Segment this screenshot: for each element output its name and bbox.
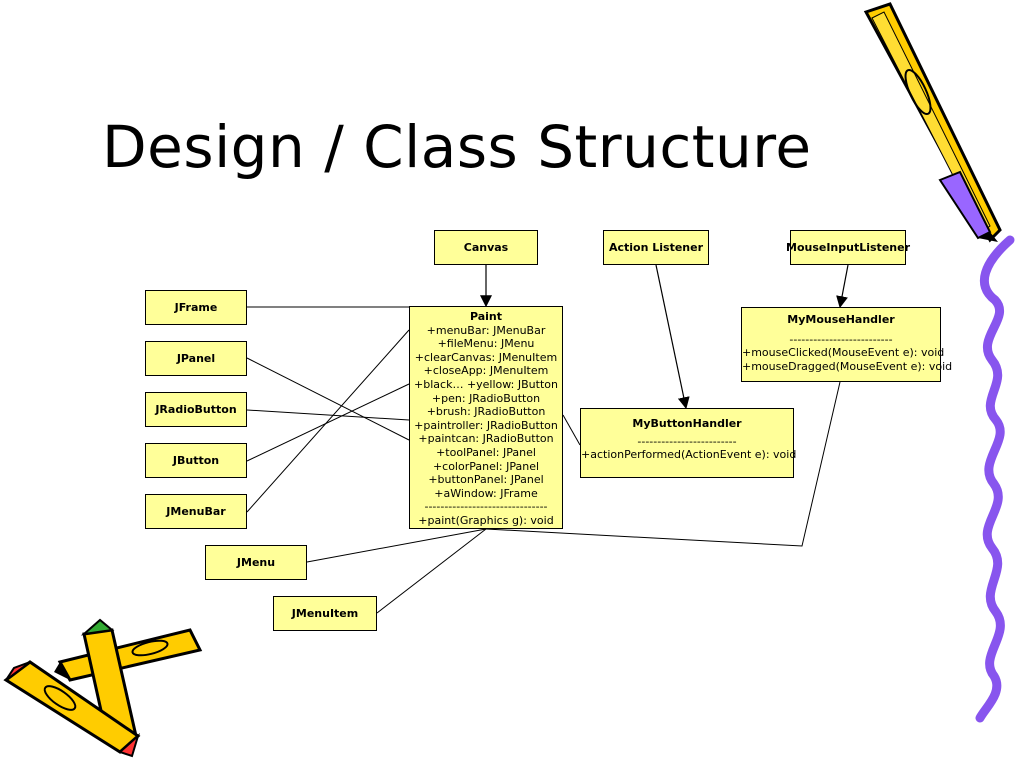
connector-jmenu-paint [306, 528, 487, 563]
jmenubar-label: JMenuBar [166, 504, 226, 518]
jmenuitem-box[interactable]: JMenuItem [273, 596, 377, 631]
connector-mouseinputlistener-mymousehandler [836, 264, 849, 309]
my-button-handler-box[interactable]: MyButtonHandler ------------------------… [580, 408, 797, 478]
my-mouse-handler-box[interactable]: MyMouseHandler -------------------------… [741, 307, 953, 382]
pencil-icon [863, 2, 1002, 243]
squiggle-line-decoration [975, 235, 1015, 723]
paint-attribute: +toolPanel: JPanel [436, 445, 536, 459]
jradiobutton-label: JRadioButton [155, 402, 237, 416]
jpanel-label: JPanel [176, 351, 216, 365]
action-listener-box[interactable]: Action Listener [603, 230, 709, 265]
paint-class-name: Paint [469, 310, 503, 323]
connector-jradiobutton-paint [246, 409, 410, 421]
paint-attribute: +pen: JRadioButton [431, 391, 541, 405]
paint-attribute: +menuBar: JMenuBar [426, 323, 546, 337]
connector-jmenuitem-paint [376, 528, 487, 614]
connector-jbutton-paint [246, 383, 410, 462]
paint-attribute: +brush: JRadioButton [426, 405, 546, 419]
jframe-label: JFrame [174, 300, 218, 314]
slide-title: Design / Class Structure [102, 113, 812, 181]
crossed-pencils-icon [3, 618, 203, 758]
paint-attribute: +aWindow: JFrame [434, 486, 538, 500]
canvas-label: Canvas [463, 240, 509, 254]
paint-separator: ------------------------------- [424, 500, 548, 514]
paint-attribute: +buttonPanel: JPanel [428, 473, 544, 487]
connector-jpanel-paint [246, 357, 410, 441]
paint-attribute: +fileMenu: JMenu [437, 337, 535, 351]
jmenu-label: JMenu [236, 555, 276, 569]
my-mouse-handler-method: +mouseClicked(MouseEvent e): void [742, 346, 945, 360]
my-button-handler-method: +actionPerformed(ActionEvent e): void [581, 448, 797, 462]
paint-attribute: +clearCanvas: JMenuItem [414, 350, 558, 364]
paint-attribute: +colorPanel: JPanel [432, 459, 540, 473]
paint-attribute: +paintroller: JRadioButton [414, 418, 558, 432]
jmenubar-box[interactable]: JMenuBar [145, 494, 247, 529]
paint-attribute: +black… +yellow: JButton [414, 377, 558, 391]
my-mouse-handler-method: +mouseDragged(MouseEvent e): void [742, 359, 953, 373]
jradiobutton-box[interactable]: JRadioButton [145, 392, 247, 427]
connector-paint-mybuttonhandler [562, 414, 581, 446]
paint-attribute: +closeApp: JMenuItem [423, 364, 549, 378]
connector-jmenubar-paint [246, 329, 410, 513]
paint-attribute: +paintcan: JRadioButton [418, 432, 554, 446]
connector-actionlistener-mybuttonhandler [655, 264, 690, 410]
connector-paint-mymousehandler [485, 381, 841, 547]
jbutton-label: JButton [172, 453, 220, 467]
my-mouse-handler-separator: -------------------------- [789, 332, 893, 346]
jpanel-box[interactable]: JPanel [145, 341, 247, 376]
my-button-handler-name: MyButtonHandler [632, 417, 742, 430]
jframe-box[interactable]: JFrame [145, 290, 247, 325]
paint-method: +paint(Graphics g): void [418, 513, 554, 527]
my-mouse-handler-name: MyMouseHandler [787, 313, 895, 326]
jmenu-box[interactable]: JMenu [205, 545, 307, 580]
mouse-input-listener-box[interactable]: MouseInputListener [786, 230, 910, 265]
mouse-input-listener-label: MouseInputListener [786, 240, 910, 254]
canvas-box[interactable]: Canvas [434, 230, 538, 265]
jbutton-box[interactable]: JButton [145, 443, 247, 478]
paint-class-box[interactable]: Paint +menuBar: JMenuBar +fileMenu: JMen… [409, 306, 563, 529]
my-button-handler-separator: ------------------------- [637, 434, 737, 448]
action-listener-label: Action Listener [608, 240, 704, 254]
jmenuitem-label: JMenuItem [291, 606, 359, 620]
